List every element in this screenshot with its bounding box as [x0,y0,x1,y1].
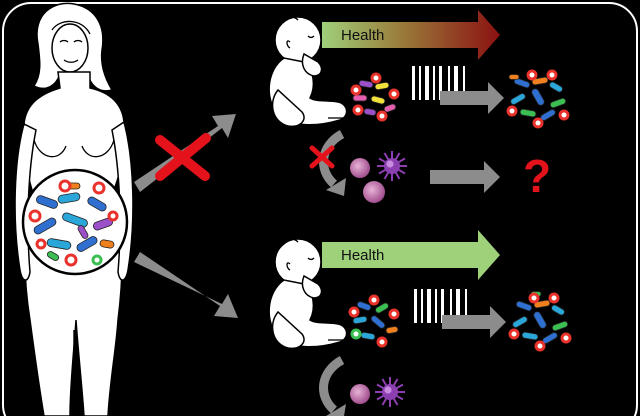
bacterium [519,108,537,118]
microbiota-cluster-icon [350,72,400,122]
bacterium [560,332,572,344]
health-label: Health [341,247,384,264]
bacterium [558,109,570,121]
microbiota-cluster-icon [508,291,572,352]
bacterium [532,117,544,129]
bacterium [388,308,400,320]
bacterium [92,181,106,195]
bacterium [370,315,386,329]
bacterium [107,210,119,222]
bacterium [58,179,72,193]
bacterium [508,328,520,340]
bacterium [376,110,388,122]
bacterium [76,236,98,252]
barcode-to-microbiota-arrow [442,306,506,338]
bacterium [368,294,380,306]
bacterium [47,251,59,261]
bacterium [77,225,89,239]
curved-arrow-icon [319,356,346,416]
bacterium [533,299,551,309]
bacterium [513,77,531,89]
bacterium [533,311,547,329]
lower-transfer-arrow [134,252,238,318]
bacterium [28,209,42,223]
bacterium [510,93,526,105]
bacterium [36,195,58,209]
immune-to-outcome-arrow [430,161,500,193]
cell-nucleus [386,160,394,168]
bacterium [350,84,362,96]
cell-nucleus [384,386,392,394]
bacterium [348,306,360,318]
health-label: Health [341,27,384,44]
microbiota-cluster-icon [506,69,570,129]
bacterium [33,217,57,235]
red-cross-icon [309,145,335,169]
bacterium [352,104,364,116]
bacterium [526,69,538,81]
bacterium [35,238,47,250]
bacterium [356,301,372,311]
red-cross-icon [155,133,211,181]
bacterium [549,97,567,109]
bacterium [551,320,569,332]
bacterium [383,103,397,113]
bacterium [549,81,563,93]
microbiota-cluster-icon [348,294,400,348]
bacterium [87,196,107,212]
bacterium [388,88,400,100]
gut-microbiota-icon [21,168,129,276]
bacterium [374,81,390,91]
bacterium [376,336,388,348]
immune-cells-icon [350,151,407,203]
bacterium [534,340,546,352]
bacterium [363,108,377,116]
bacterium [531,76,549,86]
bacterium [99,239,115,249]
bacterium [508,74,520,80]
immune-cells-icon [350,377,405,407]
barcode-to-microbiota-arrow [440,82,504,114]
bacterium [551,304,565,316]
bacterium [506,105,518,117]
bacterium [515,300,533,312]
bacterium [546,69,558,81]
bacterium [370,95,386,105]
health-arrow-healthy: Health [322,230,500,280]
bacterium [531,88,545,106]
health-arrow-declining: Health [322,10,500,60]
bacterium [91,254,103,266]
bacterium [370,72,382,84]
bacterium [375,302,389,314]
unknown-outcome-mark: ? [523,150,551,202]
bacterium [352,315,368,325]
bacterium [521,331,539,341]
bacterium [64,253,78,267]
bacterium [57,192,81,204]
bacterium [62,212,88,228]
bacterium [385,326,399,334]
bacterium [528,292,540,304]
bacterium [548,292,560,304]
bacterium [512,316,528,328]
bacterium [350,328,362,340]
bacterium [352,94,368,102]
bacterium [46,238,72,250]
bacterium [358,79,374,89]
